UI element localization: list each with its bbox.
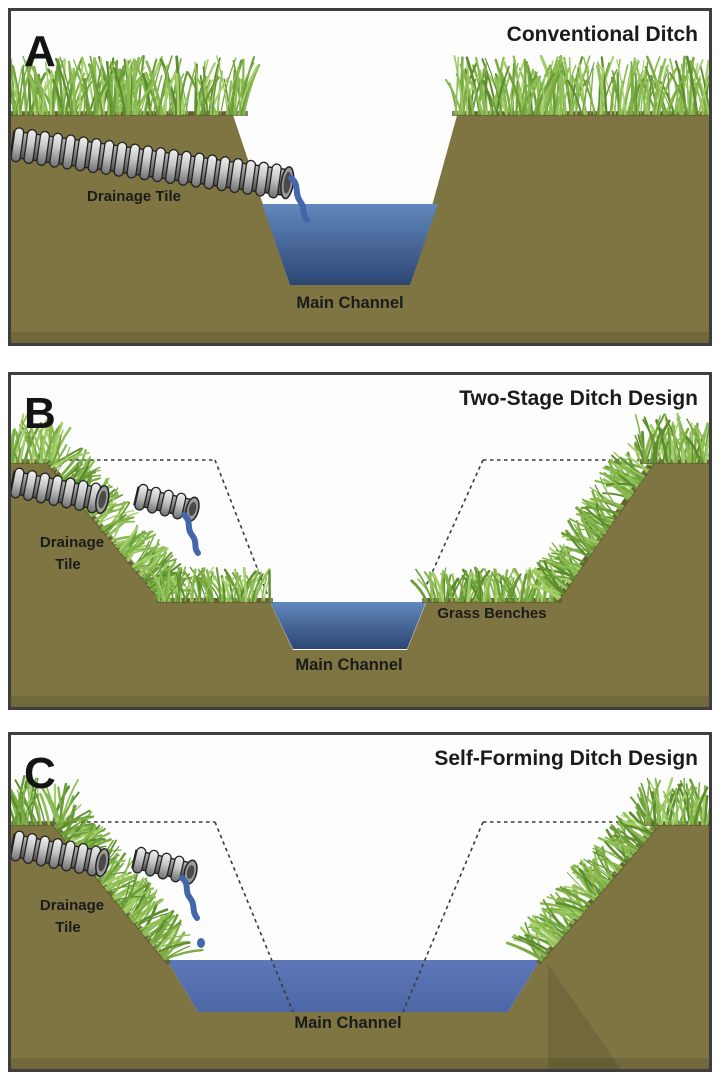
panel-title: Two-Stage Ditch Design (459, 387, 698, 410)
grass-right-slope (505, 793, 662, 966)
drainage-tile-pipe-upper (9, 830, 110, 878)
panel-c-self-forming-ditch: Drainage Tile Main Channel Self-Forming … (8, 732, 712, 1072)
grass-right-bank (445, 54, 712, 116)
panel-border (8, 8, 712, 346)
grass-top-right (634, 412, 712, 464)
drainage-tile-label-line1: Drainage (40, 897, 104, 914)
panel-b-two-stage-ditch: Drainage Tile Grass Benches Main Channel… (8, 372, 712, 710)
drainage-tile-label-line1: Drainage (40, 534, 104, 551)
main-channel-label: Main Channel (296, 294, 403, 312)
soil-shade-wedge (548, 964, 623, 1072)
main-channel-water (167, 960, 540, 1012)
grass-left-bank (8, 55, 261, 116)
panel-border (8, 732, 712, 1072)
panel-letter: C (24, 749, 56, 798)
drainage-tile-label: Drainage Tile (87, 188, 181, 205)
tile-outflow-water (179, 875, 200, 921)
main-channel-water (262, 204, 438, 285)
dashed-left-old-slope (214, 459, 269, 597)
former-ditch-dashed-outline (52, 821, 657, 1013)
soil-cross-section (8, 460, 712, 710)
drainage-tile-pipe-outlet (131, 846, 198, 885)
main-channel-label: Main Channel (295, 656, 402, 674)
drainage-tile-label-line2: Tile (55, 556, 81, 573)
drainage-tile-pipe-upper (9, 467, 110, 515)
former-ditch-dashed-outline (55, 459, 657, 597)
soil-cross-section (8, 822, 712, 1072)
panel-letter: A (24, 27, 56, 76)
dashed-right-old-slope (425, 459, 484, 587)
grass-benches-label: Grass Benches (437, 605, 546, 622)
tile-outflow-water (288, 175, 310, 223)
soil-bottom-shade (11, 332, 709, 343)
drainage-tile-label-line2: Tile (55, 919, 81, 936)
main-channel-label: Main Channel (294, 1014, 401, 1032)
tile-outflow-water (181, 512, 201, 556)
water-droplet (197, 938, 205, 948)
grass-top-right (629, 777, 712, 826)
panel-letter: B (24, 389, 56, 438)
main-channel-water (270, 602, 426, 649)
grass-left-bench (143, 566, 273, 603)
soil-bottom-shade (11, 696, 709, 707)
drainage-tile-pipe-outlet (133, 483, 200, 522)
panel-a-conventional-ditch: Drainage Tile Main Channel Conventional … (8, 8, 712, 346)
panel-title: Self-Forming Ditch Design (434, 747, 698, 770)
panel-title: Conventional Ditch (507, 23, 698, 46)
drainage-tile-pipe (9, 127, 295, 200)
dashed-left-old-slope (214, 821, 294, 1013)
soil-bottom-shade (11, 1058, 709, 1069)
panel-border (8, 372, 712, 710)
